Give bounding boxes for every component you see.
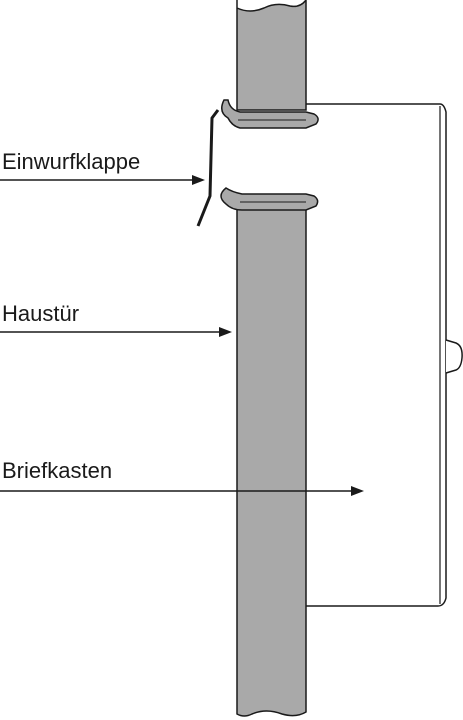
- label-mailbox: Briefkasten: [2, 458, 112, 483]
- flap: [196, 109, 220, 227]
- label-flap: Einwurfklappe: [2, 149, 140, 174]
- arrow-flap: [0, 175, 205, 185]
- arrow-mailbox: [0, 486, 364, 496]
- slot-upper-flange: [221, 99, 319, 129]
- mailbox-body: [306, 103, 447, 607]
- mailbox-knob: [445, 339, 463, 374]
- label-door: Haustür: [2, 301, 79, 326]
- slot-lower-flange: [220, 187, 319, 211]
- door-lower-section: [236, 201, 307, 717]
- door-upper-section: [236, 0, 307, 111]
- arrow-door: [0, 327, 232, 337]
